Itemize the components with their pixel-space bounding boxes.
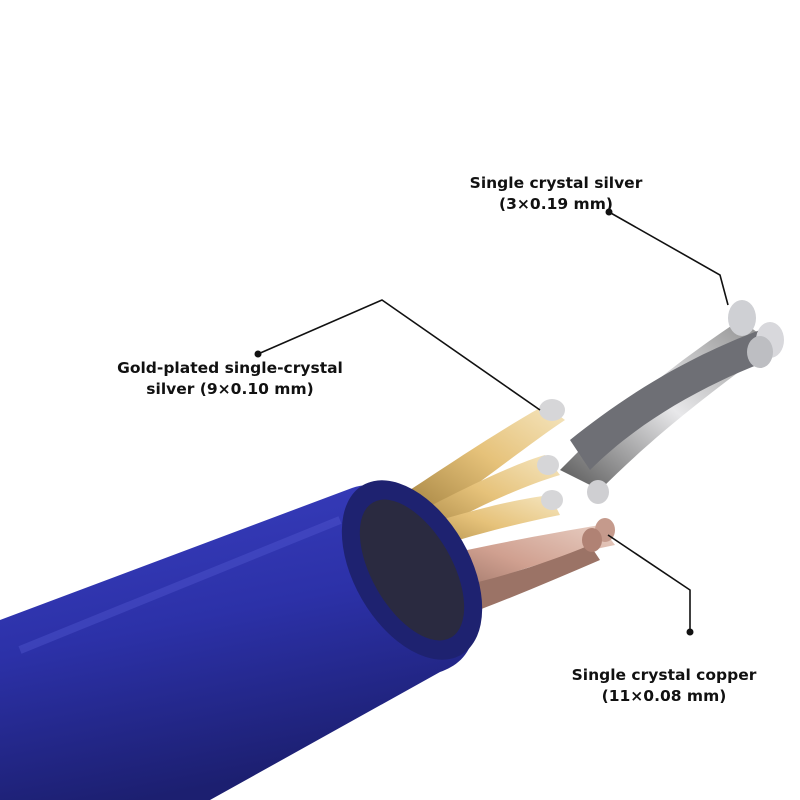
silver-strand-end [728, 300, 756, 336]
leader-dot-copper [686, 628, 694, 636]
gold-strand-end [539, 399, 565, 421]
leader-line-gold [257, 299, 541, 411]
label-gold-spec: silver (9×0.10 mm) [146, 380, 314, 398]
leader-line-copper [607, 534, 691, 632]
silver-strands [560, 300, 784, 490]
label-silver: Single crystal silver (3×0.19 mm) [448, 173, 664, 215]
leader-line-silver [608, 211, 729, 306]
silver-strand-end [747, 336, 773, 368]
label-silver-spec: (3×0.19 mm) [499, 195, 613, 213]
leader-dot-gold [254, 350, 262, 358]
leader-dot-silver [605, 208, 613, 216]
label-copper: Single crystal copper (11×0.08 mm) [556, 665, 772, 707]
label-copper-name: Single crystal copper [571, 666, 757, 684]
label-copper-spec: (11×0.08 mm) [601, 687, 727, 705]
label-gold: Gold-plated single-crystal silver (9×0.1… [100, 358, 360, 400]
cable-jacket [0, 480, 483, 800]
label-gold-name: Gold-plated single-crystal [117, 359, 343, 377]
label-silver-name: Single crystal silver [469, 174, 643, 192]
